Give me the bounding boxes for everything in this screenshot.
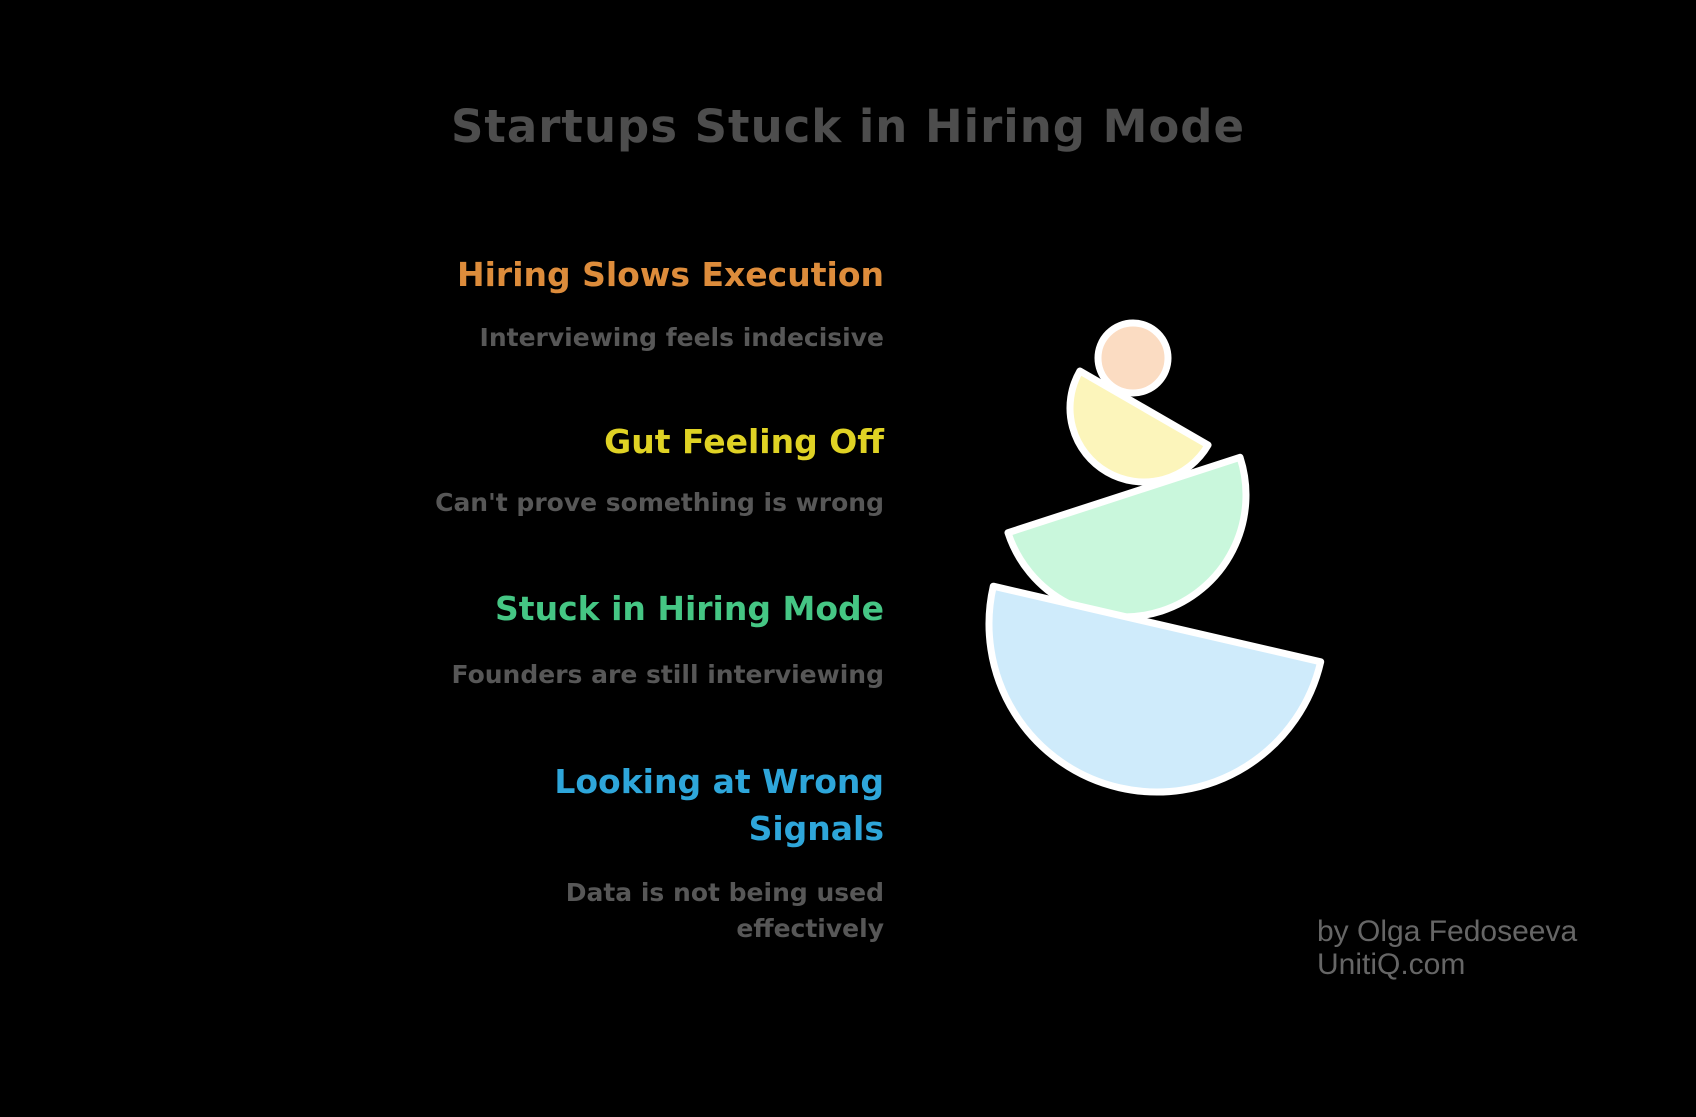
attribution: by Olga Fedoseeva UnitiQ.com — [1317, 915, 1577, 981]
section-subtitle-gut-feeling-off: Can't prove something is wrong — [435, 488, 884, 517]
section-subtitle-looking-at-wrong-signals: Data is not being used effectively — [565, 878, 884, 943]
page-title: Startups Stuck in Hiring Mode — [450, 100, 1246, 153]
section-heading-stuck-in-hiring-mode: Stuck in Hiring Mode — [495, 589, 884, 628]
stone-semicircle-medium-icon — [1004, 453, 1250, 621]
section-heading-hiring-slows-execution: Hiring Slows Execution — [456, 255, 884, 294]
website-url: UnitiQ.com — [1317, 948, 1466, 981]
section-heading-looking-at-wrong-signals: Looking at Wrong Signals — [554, 762, 884, 848]
stone-circle-icon — [1094, 319, 1172, 397]
section-subtitle-hiring-slows-execution: Interviewing feels indecisive — [479, 323, 884, 352]
stone-semicircle-large-icon — [985, 582, 1325, 796]
author-credit: by Olga Fedoseeva — [1317, 915, 1578, 948]
section-subtitle-stuck-in-hiring-mode: Founders are still interviewing — [451, 660, 884, 689]
section-heading-gut-feeling-off: Gut Feeling Off — [604, 422, 884, 461]
stone-semicircle-small-icon — [1066, 367, 1212, 486]
